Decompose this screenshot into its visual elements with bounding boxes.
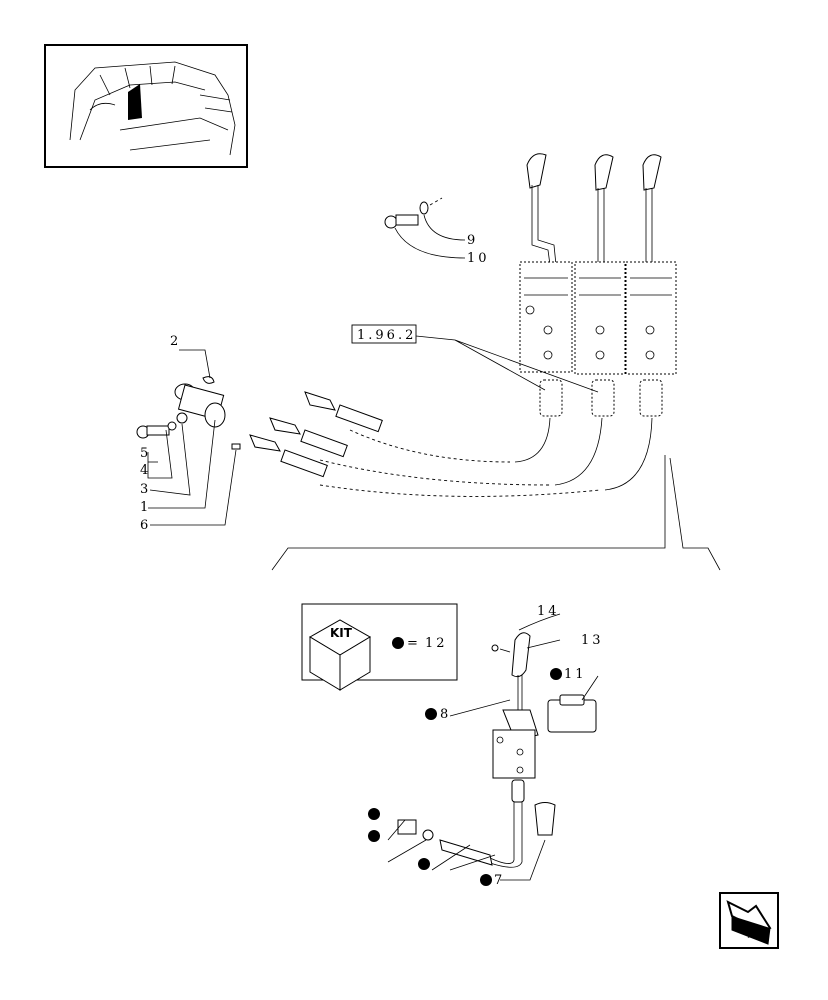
callouts: 2 5 4 3 1 6 9 10 14 13 11 8 7 [140, 233, 604, 888]
bellows [539, 379, 663, 417]
callout-5: 5 [140, 446, 151, 461]
kit-legend: KIT = 12 [301, 603, 458, 691]
kit-dot-icon [392, 637, 404, 649]
detail-small-parts [397, 694, 597, 866]
cable-end-fittings [249, 391, 383, 478]
bracket-assembly [136, 349, 241, 526]
bolt-assembly-9-10 [384, 197, 466, 259]
kit-bullets [368, 668, 562, 886]
ref-label-group[interactable]: 1.96.2 [351, 324, 599, 393]
callout-8: 8 [440, 707, 451, 722]
location-thumbnail[interactable] [44, 44, 248, 168]
callout-6: 6 [140, 518, 151, 533]
callout-11: 11 [564, 667, 587, 682]
kit-equals: = [407, 636, 421, 651]
callout-10: 10 [467, 251, 490, 266]
kit-number: 12 [425, 636, 448, 651]
lever-handle-1 [519, 153, 573, 373]
lever-handle-3 [625, 154, 677, 375]
callout-4: 4 [140, 463, 151, 478]
lever-group-upper [249, 153, 677, 497]
callout-2: 2 [170, 334, 181, 349]
next-page-arrow-icon [726, 900, 772, 945]
callout-7: 7 [494, 873, 505, 888]
callout-9: 9 [467, 233, 478, 248]
control-cables [319, 417, 653, 497]
detail-pointer [271, 455, 721, 571]
detail-leaders [387, 613, 599, 881]
tractor-cab-icon [69, 61, 236, 156]
lever-handle-2 [574, 154, 626, 375]
ref-label[interactable]: 1.96.2 [357, 328, 416, 343]
lever-handle-detail [489, 632, 539, 868]
next-page-button[interactable] [719, 892, 779, 949]
callout-13: 13 [581, 633, 604, 648]
callout-3: 3 [140, 482, 151, 497]
kit-badge: KIT [330, 626, 353, 640]
callout-14: 14 [537, 604, 560, 619]
kit-box-icon: KIT [309, 619, 371, 691]
callout-1: 1 [140, 500, 151, 515]
